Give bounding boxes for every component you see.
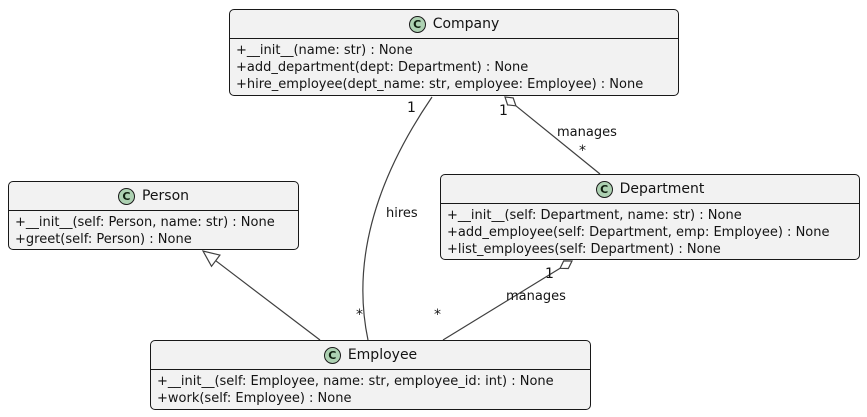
class-members: +__init__(name: str) : None +add_departm… xyxy=(230,39,678,96)
class-header: C Company xyxy=(230,10,678,39)
edge-label-hires: hires xyxy=(386,206,418,221)
method-row: +__init__(self: Department, name: str) :… xyxy=(447,208,742,223)
multiplicity-company-manages: 1 xyxy=(499,103,508,119)
class-spot-icon: C xyxy=(408,15,426,33)
class-header: C Person xyxy=(9,182,298,211)
method-row: +__init__(self: Person, name: str) : Non… xyxy=(15,215,275,230)
method-row: +__init__(self: Employee, name: str, emp… xyxy=(157,374,554,389)
class-box-company: C Company +__init__(name: str) : None +a… xyxy=(229,9,679,96)
edge-manages-company-department xyxy=(515,105,601,175)
class-members: +__init__(self: Department, name: str) :… xyxy=(441,204,859,261)
class-header: C Employee xyxy=(151,341,590,370)
class-spot-icon: C xyxy=(323,346,341,364)
multiplicity-department-manages: 1 xyxy=(545,266,554,282)
class-name: Person xyxy=(141,188,190,204)
class-box-person: C Person +__init__(self: Person, name: s… xyxy=(8,181,299,250)
edge-label-manages-department-employee: manages xyxy=(506,289,566,304)
method-row: +add_employee(self: Department, emp: Emp… xyxy=(447,225,830,240)
multiplicity-employee-managed: * xyxy=(434,307,441,323)
aggregation-diamond-icon xyxy=(559,260,573,270)
method-row: +add_department(dept: Department) : None xyxy=(236,60,529,75)
class-name: Employee xyxy=(347,347,418,363)
method-row: +greet(self: Person) : None xyxy=(15,232,192,247)
class-members: +__init__(self: Employee, name: str, emp… xyxy=(151,370,590,410)
class-spot-icon: C xyxy=(595,180,613,198)
class-name: Company xyxy=(432,16,500,32)
class-header: C Department xyxy=(441,175,859,204)
class-members: +__init__(self: Person, name: str) : Non… xyxy=(9,211,298,251)
class-box-department: C Department +__init__(self: Department,… xyxy=(440,174,860,260)
multiplicity-department-managed: * xyxy=(579,143,586,159)
multiplicity-company-hires: 1 xyxy=(407,100,416,116)
edge-hires-association xyxy=(362,96,433,341)
aggregation-diamond-icon xyxy=(504,96,517,107)
edge-employee-extends-person xyxy=(215,260,321,341)
edge-manages-department-employee xyxy=(442,267,561,341)
class-name: Department xyxy=(619,181,705,197)
method-row: +list_employees(self: Department) : None xyxy=(447,242,721,257)
method-row: +work(self: Employee) : None xyxy=(157,391,352,406)
method-row: +hire_employee(dept_name: str, employee:… xyxy=(236,77,644,92)
multiplicity-employee-hires: * xyxy=(356,307,363,323)
class-spot-icon: C xyxy=(117,187,135,205)
class-box-employee: C Employee +__init__(self: Employee, nam… xyxy=(150,340,591,410)
edge-label-manages-company-department: manages xyxy=(557,125,617,140)
method-row: +__init__(name: str) : None xyxy=(236,43,413,58)
inheritance-triangle-icon xyxy=(201,250,221,268)
